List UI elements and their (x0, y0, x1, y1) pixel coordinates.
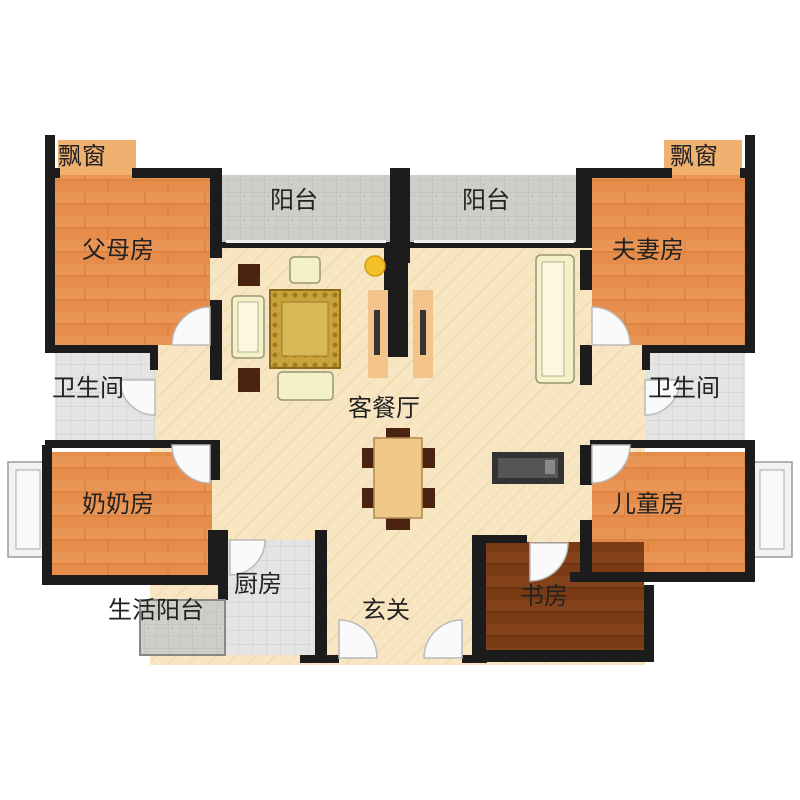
sofa-bottom (277, 371, 334, 401)
bay-window-right-floor (664, 140, 742, 175)
bay-window-left-floor (58, 140, 136, 175)
label-kitchen: 厨房 (234, 570, 282, 598)
label-parents-room: 父母房 (82, 236, 154, 264)
armchair-top (289, 256, 321, 284)
label-bathroom-left: 卫生间 (52, 374, 124, 402)
label-study: 书房 (520, 582, 568, 610)
label-grandma-room: 奶奶房 (82, 490, 154, 518)
label-bay-window-left: 飘窗 (58, 142, 106, 170)
label-entrance: 玄关 (362, 596, 410, 624)
balcony-right-floor (410, 175, 578, 243)
label-balcony-left: 阳台 (270, 186, 318, 214)
label-living-dining: 客餐厅 (348, 394, 420, 422)
label-children-room: 儿童房 (612, 490, 684, 518)
doors (119, 306, 681, 659)
service-balcony-floor (140, 600, 225, 655)
label-bathroom-right: 卫生间 (648, 374, 720, 402)
dining-table (373, 437, 423, 519)
label-balcony-right: 阳台 (462, 186, 510, 214)
balcony-left-floor (222, 175, 390, 243)
living-furniture (231, 254, 575, 401)
label-master-room: 夫妻房 (612, 236, 684, 264)
label-service-balcony: 生活阳台 (108, 596, 204, 624)
plant (364, 255, 386, 277)
study-floor (486, 542, 644, 650)
dining-set (362, 428, 435, 530)
label-bay-window-right: 飘窗 (670, 142, 718, 170)
